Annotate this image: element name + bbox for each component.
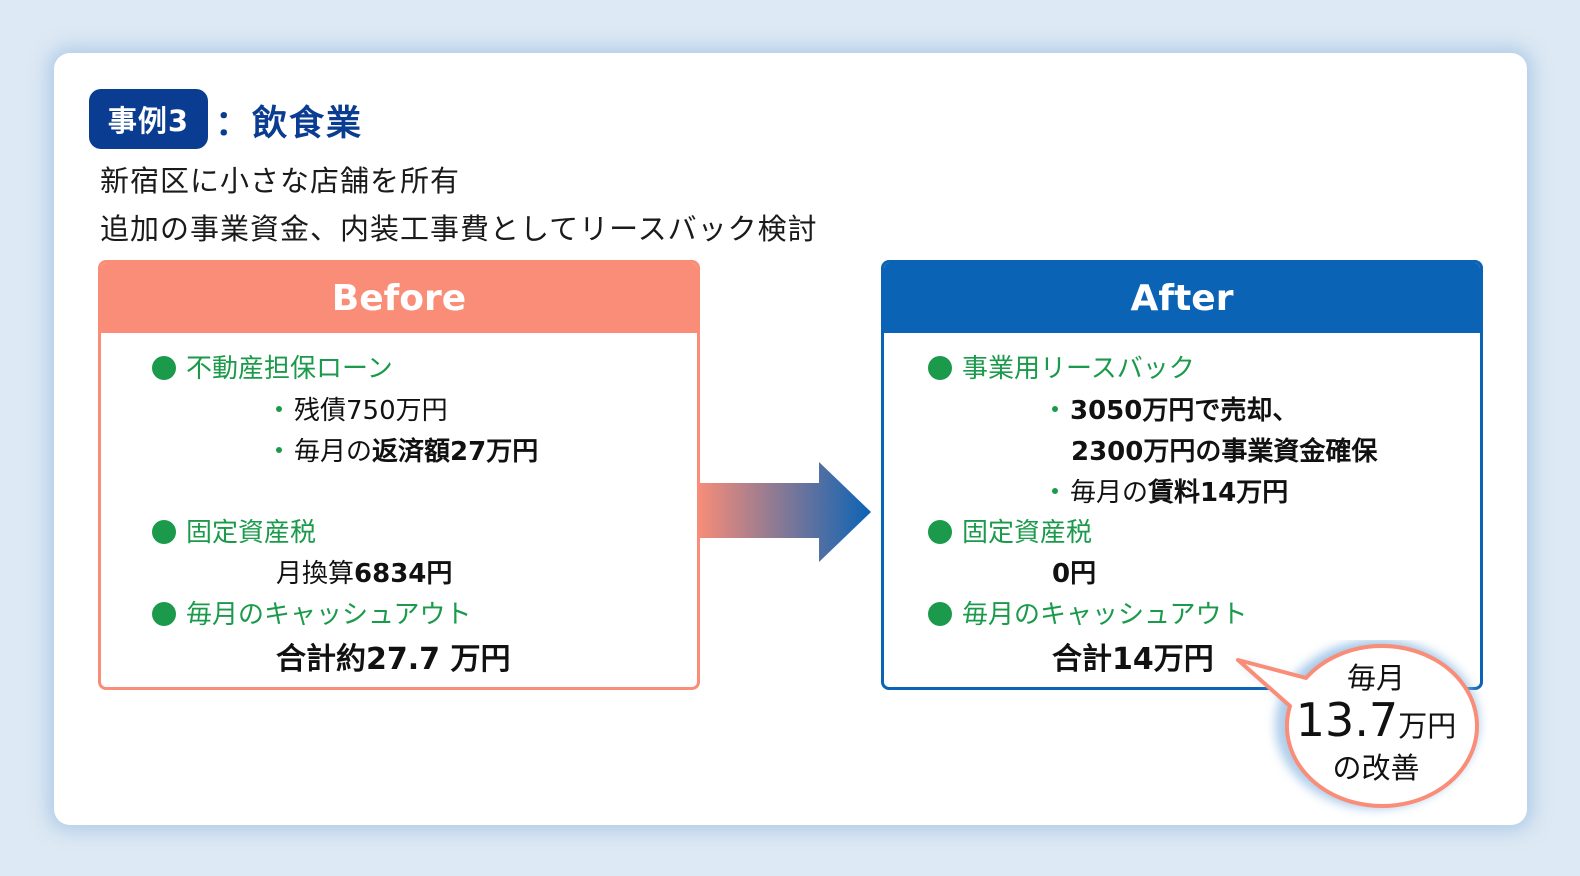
bullet-icon [152,356,176,380]
callout-amount: 13.7万円 [1295,693,1457,747]
before-loan-payment: 毎月の返済額27万円 [276,431,538,468]
before-loan-heading: 不動産担保ローン [152,348,393,385]
speech-bubble [1236,641,1480,809]
case-description-line-2: 追加の事業資金、内装工事費としてリースバック検討 [100,212,818,246]
before-cashout-heading: 毎月のキャッシュアウト [152,594,471,631]
bullet-icon [928,602,952,626]
improvement-callout: 毎月 13.7万円 の改善 [1280,660,1472,786]
after-funding-amount: 2300万円の事業資金確保 [1071,437,1378,467]
bullet-icon [152,520,176,544]
after-title: After [1130,277,1234,319]
after-panel: After [881,260,1483,690]
before-loan-balance: 残債750万円 [276,390,448,427]
after-rent: 毎月の賃料14万円 [1052,472,1288,509]
case-badge: 事例3 [89,89,208,149]
callout-line-3: の改善 [1332,751,1420,785]
case-description-line-1: 新宿区に小さな店舗を所有 [100,164,461,198]
before-tax-heading: 固定資産税 [152,512,316,549]
before-title: Before [331,277,467,319]
bullet-icon [152,602,176,626]
after-cashout-total: 合計14万円 [1052,642,1214,677]
after-header: After [884,263,1480,333]
after-tax-heading: 固定資産税 [928,512,1092,549]
small-bullet-icon [276,406,282,412]
before-panel: Before [98,260,700,690]
before-cashout-total: 合計約27.7 万円 [276,642,511,677]
after-cashout-heading: 毎月のキャッシュアウト [928,594,1247,631]
before-header: Before [101,263,697,333]
case-title: ：飲食業 [215,104,364,144]
after-leaseback-heading: 事業用リースバック [928,348,1195,385]
case-badge-label: 事例3 [107,104,190,138]
small-bullet-icon [1052,406,1058,412]
before-tax-value: 月換算6834円 [276,559,453,589]
small-bullet-icon [276,447,282,453]
after-sale-amount: 3050万円で売却、 [1052,390,1298,427]
callout-line-1: 毎月 [1346,661,1405,695]
after-tax-value: 0円 [1052,559,1097,589]
small-bullet-icon [1052,488,1058,494]
bullet-icon [928,356,952,380]
arrow-right-icon [697,462,871,562]
bullet-icon [928,520,952,544]
